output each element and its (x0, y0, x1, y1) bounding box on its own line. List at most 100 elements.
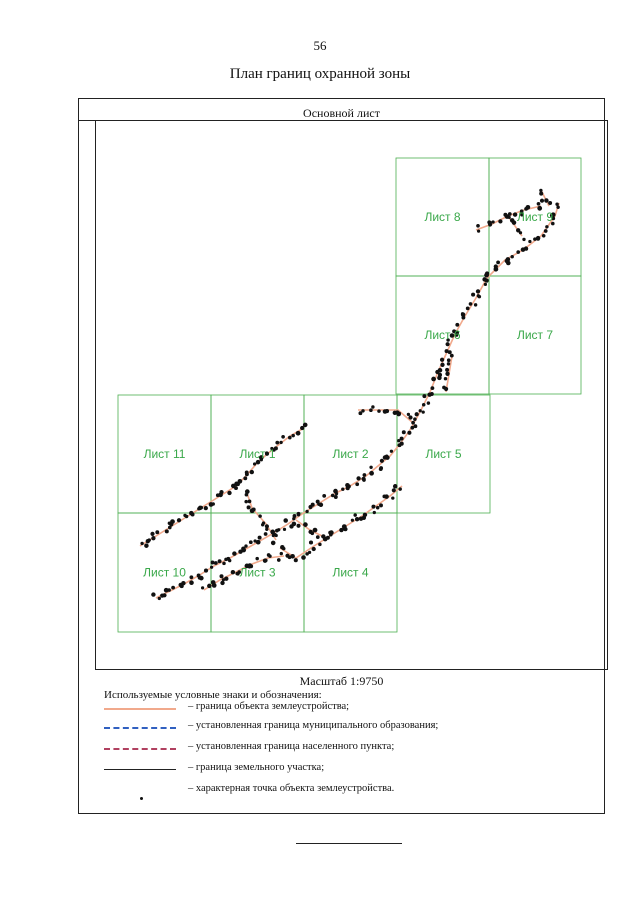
sheet-label-9: Лист 9 (517, 210, 553, 224)
characteristic-point (427, 392, 432, 397)
characteristic-point (321, 534, 326, 539)
characteristic-point (391, 488, 396, 493)
characteristic-point (307, 550, 312, 555)
characteristic-point (255, 459, 261, 465)
characteristic-point (361, 409, 365, 413)
characteristic-point (484, 272, 489, 278)
characteristic-point (379, 466, 384, 471)
characteristic-point (377, 409, 381, 413)
characteristic-point (230, 569, 236, 575)
characteristic-point (178, 582, 183, 588)
sheet-label-8: Лист 8 (424, 210, 460, 224)
characteristic-point (290, 554, 295, 559)
legend-item-characteristic-point: – характерная точка объекта землеустройс… (104, 783, 584, 800)
characteristic-point (401, 430, 406, 435)
characteristic-point (447, 350, 452, 355)
characteristic-point (511, 220, 517, 225)
characteristic-point (287, 435, 292, 440)
black-dot-symbol (140, 797, 143, 800)
characteristic-point (160, 593, 165, 598)
characteristic-point (516, 228, 521, 233)
characteristic-point (435, 369, 440, 375)
blue-dash-line-symbol (104, 727, 176, 729)
characteristic-point (391, 496, 395, 500)
characteristic-point (318, 542, 322, 547)
characteristic-point (275, 440, 280, 445)
characteristic-point (171, 585, 176, 590)
characteristic-point (541, 234, 546, 238)
characteristic-point (362, 478, 366, 482)
characteristic-point (444, 386, 449, 392)
sheet-label-5: Лист 5 (425, 447, 461, 461)
characteristic-point (358, 516, 364, 521)
characteristic-point (322, 494, 327, 498)
characteristic-point (539, 198, 545, 203)
characteristic-point (548, 201, 553, 205)
characteristic-point (471, 292, 476, 297)
characteristic-point (296, 513, 301, 517)
characteristic-point (426, 401, 431, 405)
characteristic-point (356, 476, 361, 481)
characteristic-point (144, 543, 149, 548)
characteristic-point (413, 417, 417, 421)
characteristic-point (539, 191, 544, 196)
characteristic-point (375, 505, 380, 510)
characteristic-point (151, 592, 156, 597)
characteristic-point (519, 209, 524, 214)
sheet-label-2: Лист 2 (332, 447, 368, 461)
characteristic-point (476, 223, 480, 228)
sheet-label-3: Лист 3 (239, 566, 275, 580)
characteristic-point (295, 430, 301, 436)
sheet-cell (396, 394, 491, 514)
characteristic-point (293, 558, 298, 563)
sheet-label-7: Лист 7 (517, 328, 553, 342)
characteristic-point (255, 539, 261, 545)
characteristic-point (258, 514, 262, 518)
characteristic-point (483, 282, 488, 287)
characteristic-point (431, 376, 436, 382)
characteristic-point (200, 586, 205, 590)
characteristic-point (536, 201, 541, 206)
characteristic-point (243, 476, 248, 481)
characteristic-point (504, 258, 509, 264)
characteristic-point (237, 570, 242, 574)
route-points (140, 188, 560, 601)
characteristic-point (334, 491, 339, 496)
characteristic-point (305, 509, 309, 514)
characteristic-point (210, 580, 216, 585)
characteristic-point (369, 408, 373, 413)
characteristic-point (413, 424, 418, 429)
map-frame (95, 120, 608, 670)
sheet-cell (488, 157, 582, 277)
characteristic-point (510, 254, 514, 259)
scale-label: Масштаб 1:9750 (299, 674, 384, 688)
characteristic-point (410, 425, 415, 430)
characteristic-point (155, 530, 160, 535)
characteristic-point (550, 213, 555, 218)
characteristic-point (362, 512, 368, 517)
characteristic-point (353, 513, 357, 517)
legend-item-municipal-boundary: – установленная граница муниципального о… (104, 720, 584, 736)
characteristic-point (263, 532, 268, 536)
characteristic-point (228, 558, 232, 563)
characteristic-point (445, 342, 450, 347)
characteristic-point (384, 409, 390, 414)
characteristic-point (237, 478, 243, 484)
characteristic-point (437, 375, 442, 381)
characteristic-point (503, 212, 508, 217)
object-boundary-line (295, 519, 327, 539)
characteristic-point (275, 528, 279, 533)
characteristic-point (358, 411, 363, 416)
characteristic-point (446, 358, 451, 363)
characteristic-point (345, 486, 350, 491)
characteristic-point (493, 266, 499, 272)
characteristic-point (460, 312, 465, 316)
legend-item-label: – граница земельного участка; (188, 762, 325, 773)
characteristic-point (289, 524, 294, 529)
characteristic-point (281, 434, 285, 439)
characteristic-point (207, 583, 212, 589)
characteristic-point (498, 219, 503, 224)
red-dash-line-symbol (104, 748, 176, 750)
characteristic-point (163, 587, 169, 593)
